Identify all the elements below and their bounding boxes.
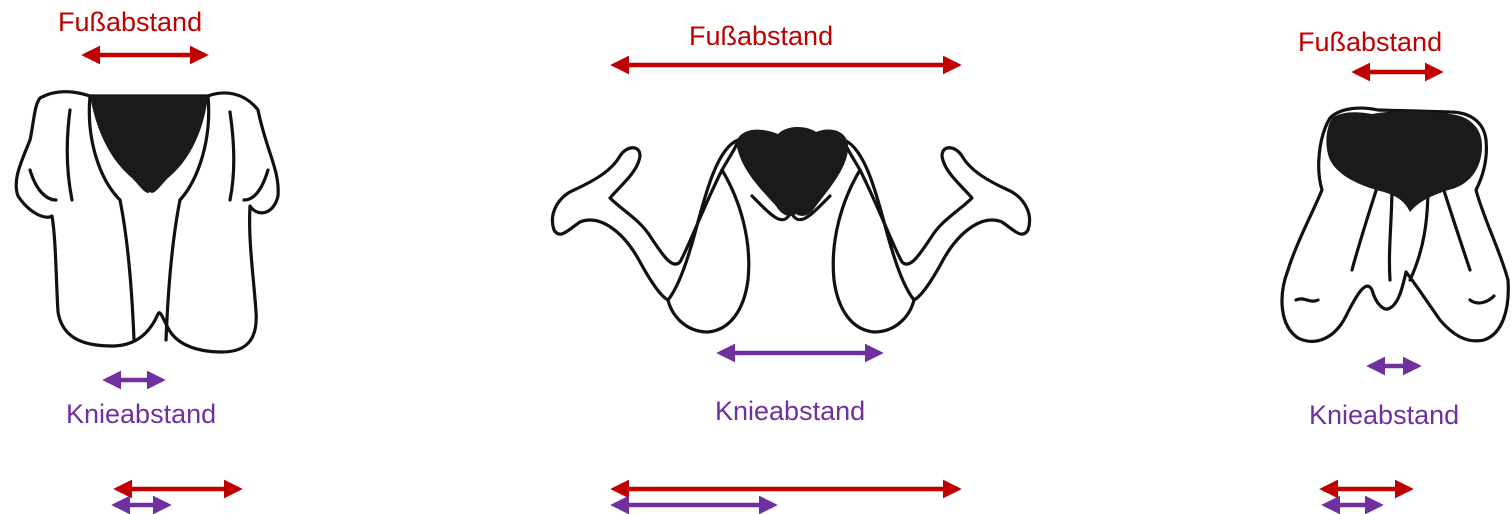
shorts-left (90, 96, 208, 193)
shorts-right (1326, 111, 1482, 212)
shorts-middle (736, 127, 848, 216)
